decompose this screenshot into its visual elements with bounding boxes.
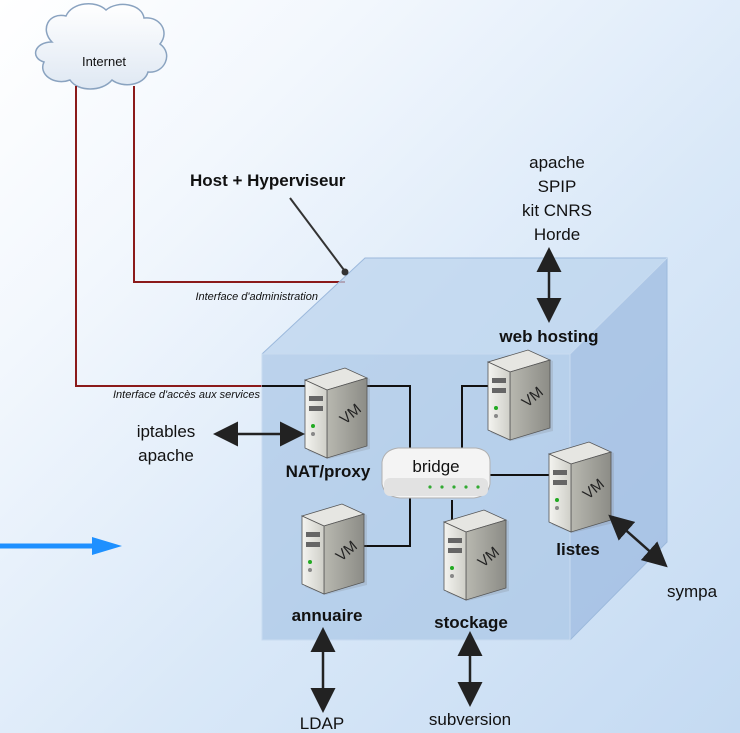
- host-pointer: [289, 197, 345, 271]
- web-services: apache SPIP kit CNRS Horde: [522, 153, 592, 244]
- web-service-4: Horde: [534, 225, 580, 244]
- service-arrows: [213, 247, 668, 713]
- bridge-device: bridge: [381, 447, 491, 499]
- services-interface-label: Interface d'accès aux services: [113, 389, 261, 401]
- vm-annuaire-name: annuaire: [292, 606, 363, 625]
- cloud-label: Internet: [82, 54, 126, 69]
- vm-annuaire: VM annuaire: [292, 503, 368, 625]
- blue-arrow: [0, 537, 122, 555]
- listes-service: sympa: [667, 582, 718, 601]
- web-service-3: kit CNRS: [522, 201, 592, 220]
- nat-services: iptables apache: [137, 422, 196, 465]
- vm-stockage: VM stockage: [434, 509, 510, 632]
- nat-service-2: apache: [138, 446, 194, 465]
- nat-service-1: iptables: [137, 422, 196, 441]
- web-service-1: apache: [529, 153, 585, 172]
- vm-listes-name: listes: [556, 540, 599, 559]
- vm-web-name: web hosting: [498, 327, 598, 346]
- admin-interface-label: Interface d'administration: [195, 291, 318, 303]
- host-label: Host + Hyperviseur: [190, 171, 346, 190]
- vm-stockage-name: stockage: [434, 613, 508, 632]
- vm-nat: VM NAT/proxy: [286, 367, 371, 481]
- vm-web: VM web hosting: [487, 327, 599, 442]
- vm-listes: VM listes: [548, 441, 615, 559]
- stockage-service: subversion: [429, 710, 511, 729]
- annuaire-service: LDAP: [300, 714, 344, 733]
- network-links: [75, 86, 345, 387]
- web-service-2: SPIP: [538, 177, 577, 196]
- vm-nat-name: NAT/proxy: [286, 462, 371, 481]
- internet-cloud: Internet: [34, 3, 168, 90]
- host-pointer-dot: [341, 268, 349, 276]
- bridge-label: bridge: [412, 457, 459, 476]
